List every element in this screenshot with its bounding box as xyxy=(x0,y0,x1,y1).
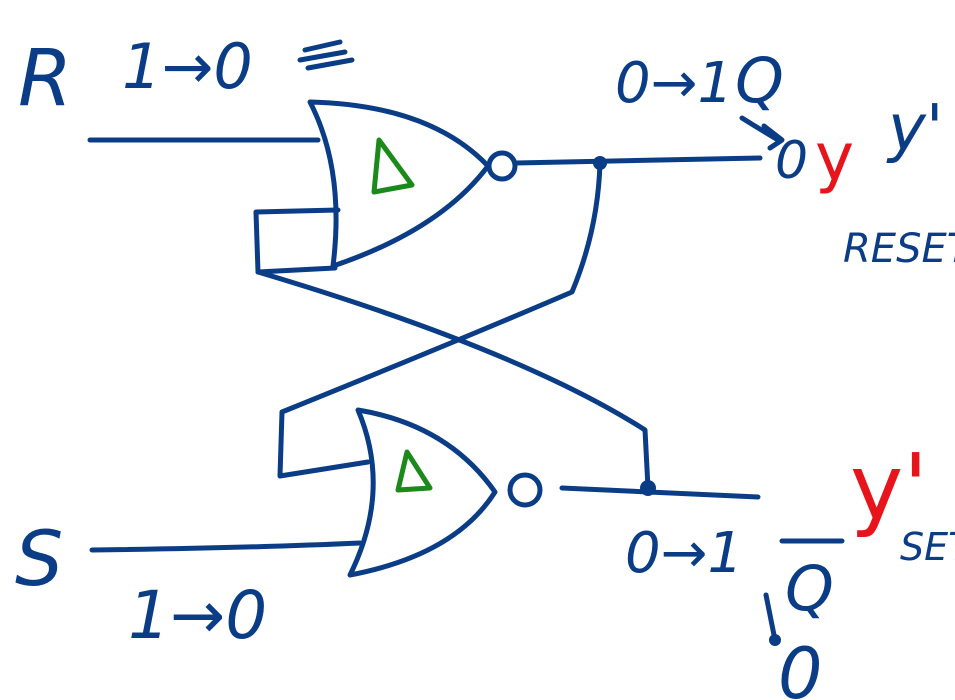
bottom-gate-body xyxy=(347,407,498,578)
top-feedback-input-wire xyxy=(253,207,341,275)
top-gate-inverter-bubble xyxy=(486,150,518,182)
s-transition-label: 1→0 xyxy=(128,577,267,654)
bottom-gate-delta-icon xyxy=(395,449,433,493)
s-input-wire xyxy=(89,540,363,553)
top-gate-body xyxy=(307,99,491,269)
scribble-mark xyxy=(297,39,355,71)
bottom-nor-gate xyxy=(347,407,543,578)
qbar-output-wire xyxy=(559,485,761,500)
top-nor-gate xyxy=(307,99,518,269)
r-transition-label: 1→0 xyxy=(122,30,253,103)
y-bottom-label: y' xyxy=(850,435,928,540)
qbar-output-label: Q xyxy=(785,552,834,625)
qbar-transition-label: 0→1 xyxy=(625,521,743,586)
qbar-junction-dot xyxy=(640,480,656,496)
top-gate-delta-icon xyxy=(371,137,415,195)
reset-note-label: RESET xyxy=(843,226,955,272)
q-output-label: Q xyxy=(735,44,784,117)
qbar-to-top-feedback-wire xyxy=(255,269,651,491)
qbar-settle-dot xyxy=(769,634,781,646)
s-input-label: S xyxy=(15,514,63,603)
bottom-gate-inverter-bubble xyxy=(507,472,543,508)
qbar-settle-arrow xyxy=(763,592,778,643)
q-settled-label: 0 xyxy=(775,131,808,191)
set-note-label: SET xyxy=(900,525,955,569)
qbar-settled-label: 0 xyxy=(778,633,823,700)
y-top-label: y xyxy=(815,119,854,196)
wires xyxy=(87,39,845,643)
q-settle-arrow xyxy=(739,115,785,151)
q-junction-dot xyxy=(593,156,607,170)
q-output-wire xyxy=(513,155,763,166)
r-input-label: R xyxy=(18,34,72,124)
q-to-bottom-feedback-wire xyxy=(277,160,603,479)
y-top-suffix-label: y' xyxy=(886,92,943,166)
q-transition-label: 0→1 xyxy=(615,51,733,116)
